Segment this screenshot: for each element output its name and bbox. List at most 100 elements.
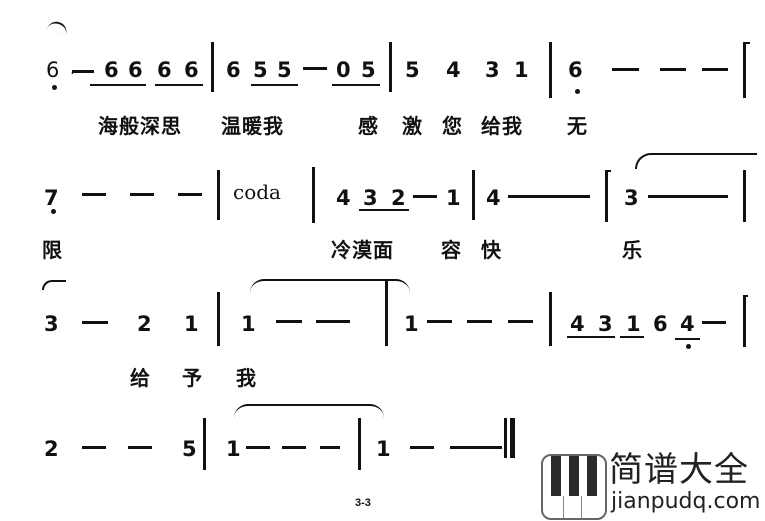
- note: 1: [514, 58, 529, 82]
- sustain-dash: [702, 68, 728, 71]
- note: 7: [44, 186, 59, 210]
- slur-mark: [42, 280, 66, 290]
- sustain-dash: [508, 320, 533, 323]
- sustain-dash: [320, 446, 340, 449]
- bar-line: [358, 418, 361, 470]
- note: 1: [226, 437, 241, 461]
- lyric: 乐: [622, 238, 643, 262]
- sustain-dash: [130, 193, 154, 196]
- note: 5: [253, 58, 268, 82]
- note: 6: [653, 312, 668, 336]
- bracket-top: [605, 170, 611, 172]
- note: 2: [137, 312, 152, 336]
- beam-underline: [359, 209, 409, 211]
- lyric: 冷漠面: [331, 238, 394, 262]
- note: 6: [104, 58, 119, 82]
- sustain-dash: [82, 321, 108, 324]
- sustain-dash: [246, 446, 270, 449]
- bar-line: [743, 42, 746, 98]
- note: 2: [391, 186, 406, 210]
- beam-underline: [90, 84, 146, 86]
- lyric: 给: [130, 366, 151, 390]
- lyric: 无: [567, 114, 588, 138]
- bar-line: [743, 295, 746, 347]
- sustain-dash: [82, 193, 106, 196]
- note: 4: [570, 312, 585, 336]
- note: 6: [568, 58, 583, 82]
- sustain-dash: [660, 68, 686, 71]
- sustain-dash: [508, 195, 590, 198]
- note: 2: [44, 437, 59, 461]
- tie-arc: [250, 279, 410, 293]
- final-bar-line-thin: [504, 418, 507, 458]
- sustain-dash: [128, 446, 152, 449]
- watermark-url: jianpudq.com: [611, 489, 761, 514]
- final-bar-line-thick: [510, 418, 515, 458]
- note: 5: [182, 437, 197, 461]
- bar-line: [605, 170, 608, 222]
- note: 6: [128, 58, 143, 82]
- sustain-dash: [178, 193, 202, 196]
- coda-label: coda: [233, 180, 281, 204]
- slur-mark: [46, 19, 70, 35]
- lyric: 您: [442, 114, 463, 138]
- lower-octave-dot: [52, 85, 57, 90]
- bar-line: [472, 170, 475, 220]
- tie-arc: [234, 404, 384, 418]
- note: 1: [446, 186, 461, 210]
- note: 1: [376, 437, 391, 461]
- watermark-logo: 简谱大全 jianpudq.com: [541, 450, 765, 521]
- beam-underline: [567, 336, 615, 338]
- note: 6: [157, 58, 172, 82]
- lyric: 海般深思: [98, 114, 182, 138]
- beam-underline: [155, 84, 203, 86]
- note: 3: [624, 186, 639, 210]
- lyric: 快: [481, 238, 502, 262]
- page-number: 3-3: [355, 497, 371, 509]
- note: 4: [336, 186, 351, 210]
- piano-keys-icon: [541, 454, 607, 520]
- sustain-dash: [82, 446, 106, 449]
- sustain-dash: [72, 70, 94, 73]
- lower-octave-dot: [51, 209, 56, 214]
- bar-line: [217, 170, 220, 220]
- note: 6: [226, 58, 241, 82]
- bar-line: [549, 42, 552, 98]
- note: 3: [598, 312, 613, 336]
- sustain-dash: [282, 446, 306, 449]
- note: 6: [184, 58, 199, 82]
- lyric: 感: [358, 114, 379, 138]
- sustain-dash: [612, 68, 639, 71]
- note: 3: [485, 58, 500, 82]
- sustain-dash: [276, 320, 302, 323]
- bracket-top: [385, 280, 388, 292]
- note: 1: [404, 312, 419, 336]
- note: 1: [626, 312, 641, 336]
- note: 3: [44, 312, 59, 336]
- sustain-dash: [316, 320, 350, 323]
- lower-octave-dot: [686, 344, 691, 349]
- bar-line: [203, 418, 206, 470]
- beam-underline: [620, 336, 644, 338]
- sustain-dash: [303, 67, 327, 70]
- sustain-dash: [427, 320, 452, 323]
- bracket-top: [743, 42, 750, 44]
- note: 4: [680, 312, 695, 336]
- lower-octave-dot: [575, 89, 580, 94]
- beam-underline: [675, 338, 700, 340]
- note: 5: [361, 58, 376, 82]
- sustain-dash: [702, 321, 726, 324]
- watermark-title: 简谱大全: [609, 450, 749, 490]
- bracket-top: [743, 295, 748, 297]
- lyric: 激: [402, 114, 423, 138]
- sustain-dash: [648, 195, 728, 198]
- note: 4: [486, 186, 501, 210]
- lyric: 容: [441, 238, 462, 262]
- note: 0: [336, 58, 351, 82]
- lyric: 我: [236, 366, 257, 390]
- bar-line: [549, 292, 552, 346]
- bar-line: [211, 42, 214, 92]
- beam-underline: [332, 84, 380, 86]
- lyric: 给我: [481, 114, 523, 138]
- sustain-dash: [467, 320, 492, 323]
